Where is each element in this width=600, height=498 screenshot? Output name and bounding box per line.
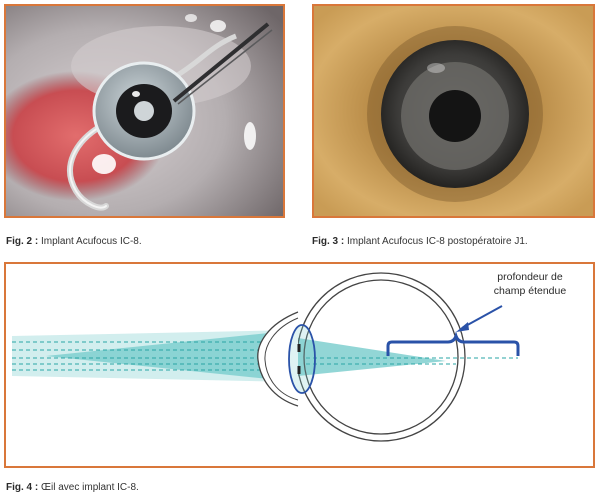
figure-4-text: Œil avec implant IC-8. [41, 482, 139, 493]
light-rays [12, 341, 518, 371]
figure-3-label: Fig. 3 : [312, 236, 345, 247]
annotation-line-2: champ étendue [493, 285, 567, 297]
iris-implant-image [314, 6, 593, 216]
figure-3-text: Implant Acufocus IC-8 postopératoire J1. [347, 236, 528, 247]
figure-4-caption: Fig. 4 : Œil avec implant IC-8. [6, 482, 139, 494]
focus-cone [298, 338, 446, 376]
eye-diagram [12, 272, 520, 442]
cornea-inner [264, 317, 299, 401]
focused-light-cone [46, 330, 298, 382]
annotation-line-1: profondeur de [497, 271, 563, 283]
figure-2-label: Fig. 2 : [6, 236, 39, 247]
crystalline-lens [288, 324, 316, 394]
figure-4-diagram [4, 262, 595, 468]
figure-2-photo [4, 4, 285, 218]
eyeball-inner [303, 279, 459, 435]
surgical-implant-image [6, 6, 283, 216]
figure-2-caption: Fig. 2 : Implant Acufocus IC-8. [6, 236, 142, 248]
annotation-arrow [461, 305, 503, 329]
cornea [257, 311, 299, 407]
depth-of-field-annotation: profondeur de champ étendue [476, 270, 584, 298]
figure-4-label: Fig. 4 : [6, 482, 39, 493]
figure-3-photo [312, 4, 595, 218]
figure-2-text: Implant Acufocus IC-8. [41, 236, 142, 247]
arrow-head-icon [456, 322, 469, 332]
figure-3-caption: Fig. 3 : Implant Acufocus IC-8 postopéra… [312, 236, 528, 248]
depth-of-field-bracket [386, 331, 520, 356]
